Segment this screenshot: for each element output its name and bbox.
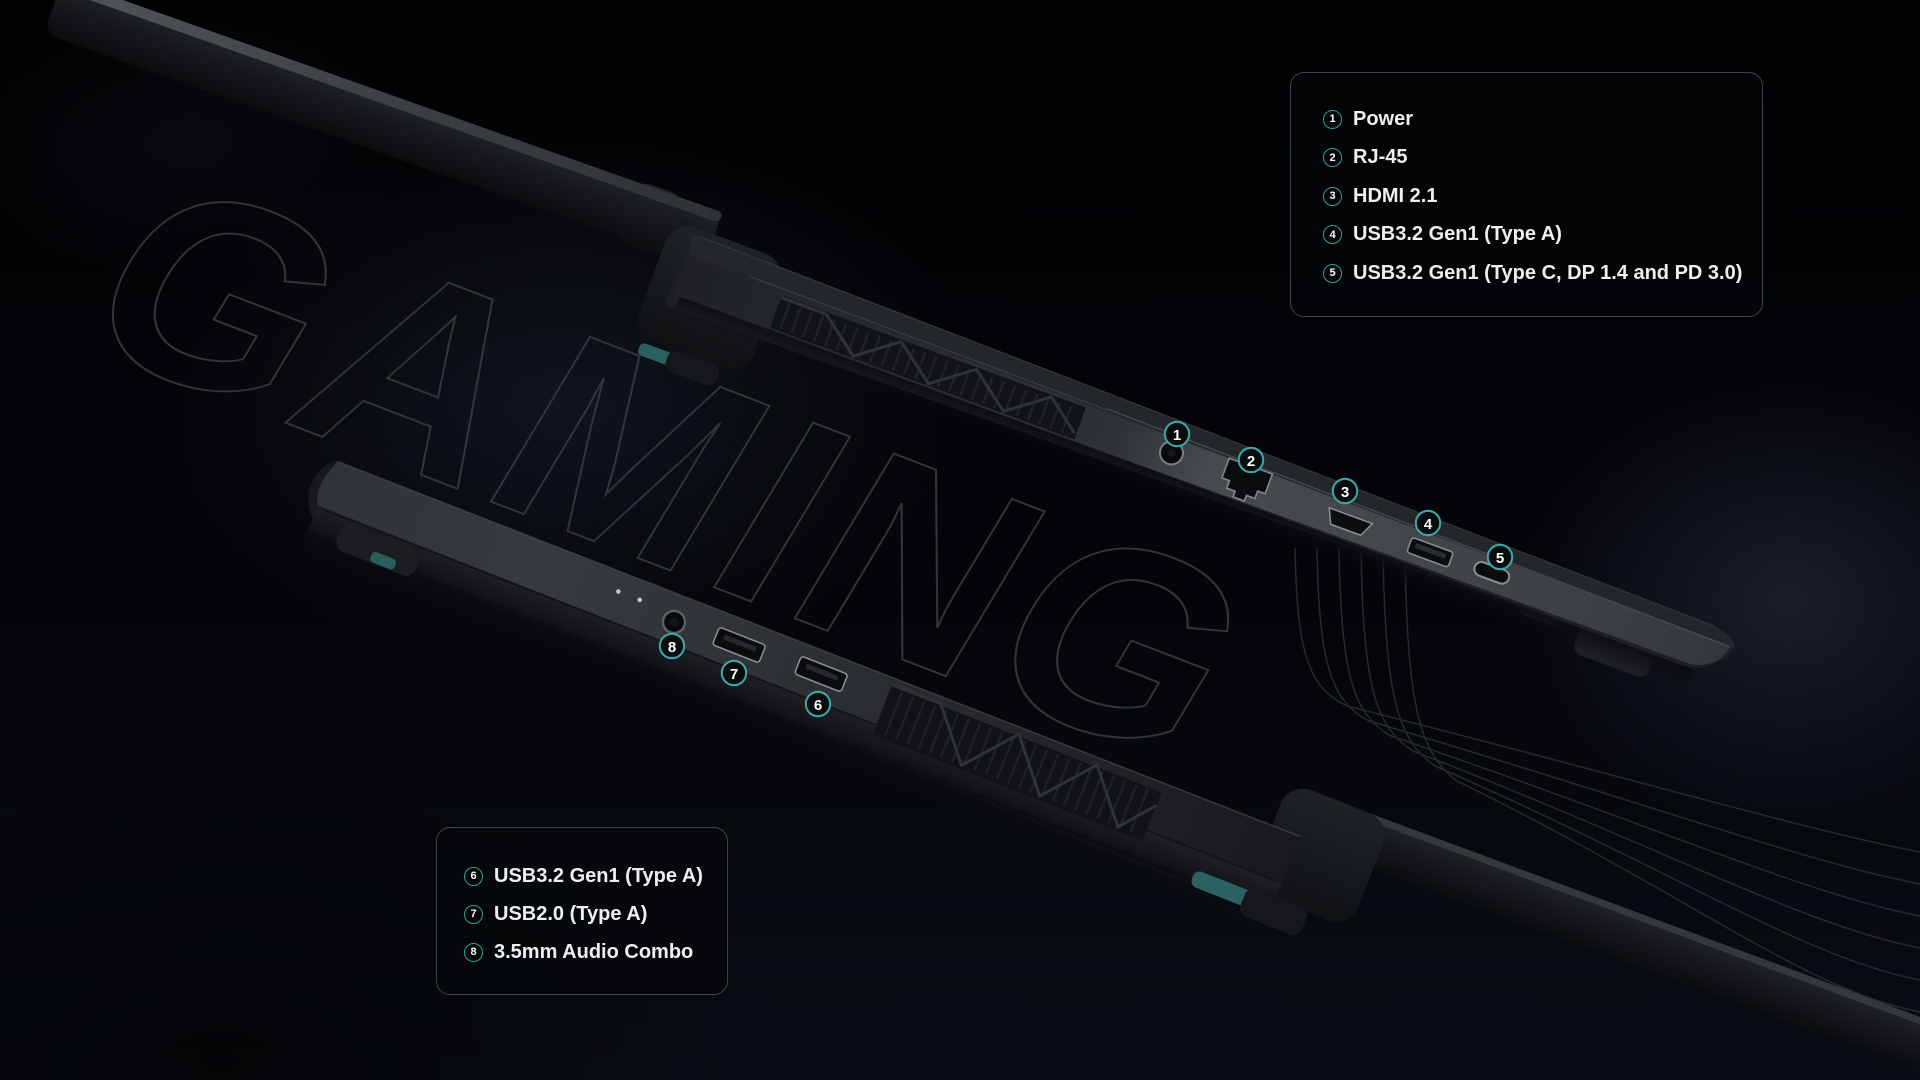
svg-text:8: 8 (668, 639, 676, 656)
svg-text:5: 5 (1496, 550, 1504, 567)
svg-text:3: 3 (1341, 484, 1349, 501)
svg-text:4: 4 (1424, 516, 1433, 533)
svg-text:6: 6 (814, 697, 822, 714)
svg-text:2: 2 (1247, 453, 1255, 470)
svg-text:1: 1 (1173, 427, 1181, 444)
svg-text:7: 7 (730, 666, 738, 683)
